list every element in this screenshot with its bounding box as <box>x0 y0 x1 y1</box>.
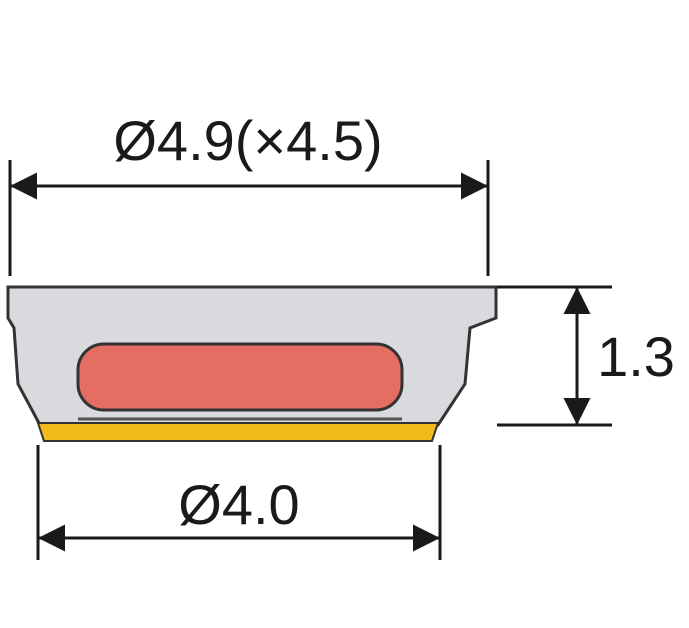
base-strip <box>36 422 440 442</box>
inner-pad <box>76 342 404 412</box>
bottom-width-label: Ø4.0 <box>178 473 299 536</box>
height-label: 1.3 <box>597 325 675 388</box>
top-width-label: Ø4.9(×4.5) <box>113 109 382 172</box>
